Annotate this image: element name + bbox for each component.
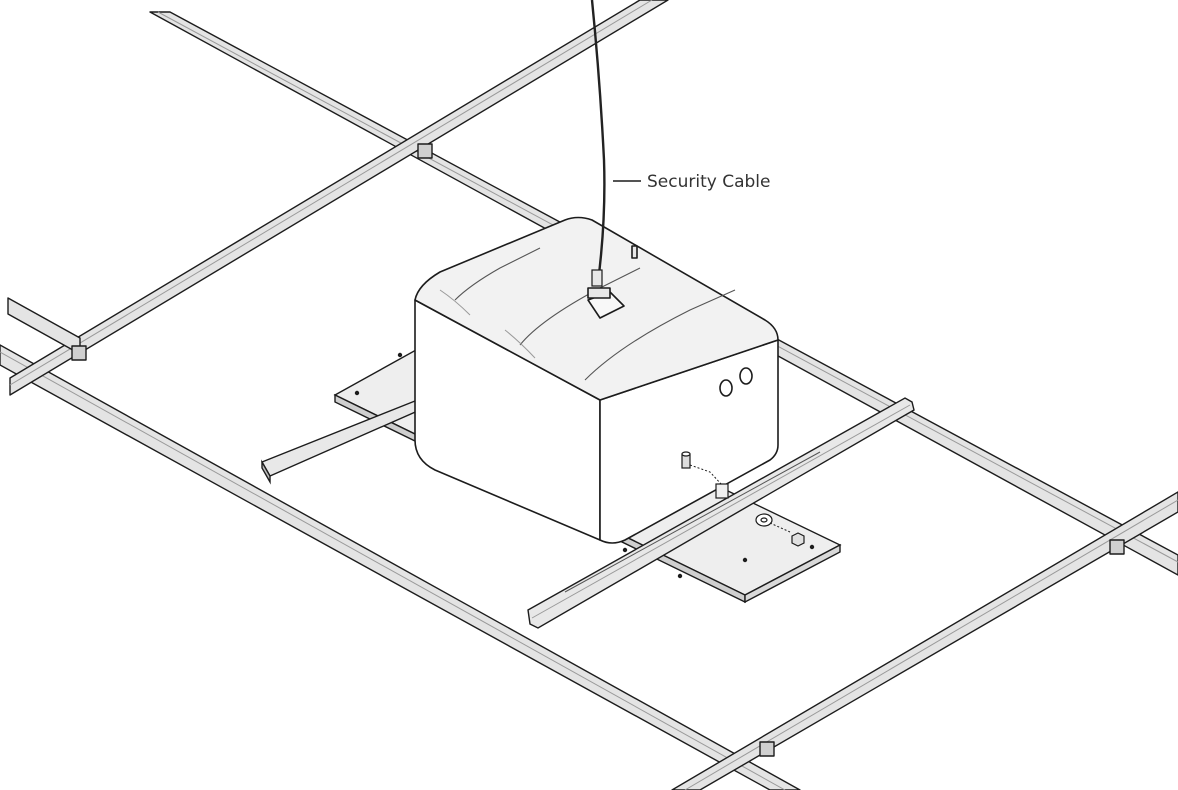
mounting-hardware	[681, 451, 805, 547]
grid-junction	[71, 345, 87, 361]
security-cable	[590, 0, 606, 287]
support-rail-right	[527, 397, 915, 629]
callout-security-cable: Security Cable	[613, 172, 770, 192]
hex-nut	[791, 532, 805, 547]
grid-junction	[759, 741, 775, 757]
grid-junction	[1109, 539, 1125, 555]
spacer-bracket	[715, 483, 729, 499]
knockout-hole	[719, 379, 733, 397]
cable-ferrule	[591, 269, 603, 287]
callout-label-security-cable: Security Cable	[647, 172, 770, 192]
threaded-stud	[681, 451, 691, 469]
grid-junction	[417, 143, 433, 159]
speaker-back-box	[414, 216, 779, 544]
box-right-face	[599, 339, 779, 544]
grid-rail-lower-right	[0, 344, 801, 790]
grid-rail-upper-left	[9, 0, 669, 396]
knockout-hole	[739, 367, 753, 385]
cable-clamp	[587, 287, 611, 299]
grid-rail-left-stub	[7, 297, 81, 355]
box-left-face	[414, 299, 601, 541]
